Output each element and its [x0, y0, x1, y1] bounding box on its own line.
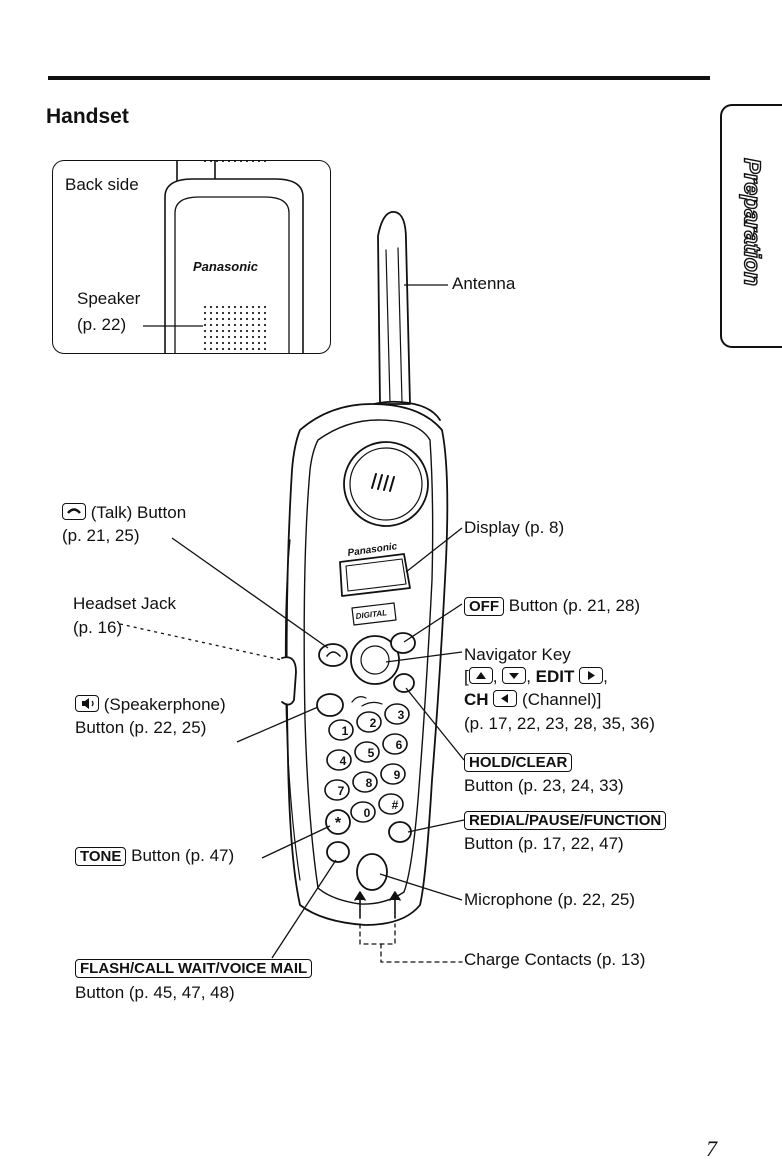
- tone-button-label: TONE Button (p. 47): [75, 846, 234, 866]
- navigator-page-ref: (p. 17, 22, 23, 28, 35, 36): [464, 714, 655, 733]
- down-arrow-icon: [502, 667, 527, 684]
- keypad: [324, 703, 410, 823]
- redial-pause-function-key: REDIAL/PAUSE/FUNCTION: [464, 811, 667, 830]
- digital-badge-text: DIGITAL: [355, 608, 387, 621]
- navigator-key-icons: [, , EDIT ,: [464, 667, 608, 686]
- back-side-caption: Back side: [65, 175, 139, 194]
- left-arrow-icon: [493, 690, 518, 707]
- speakerphone-page-ref: Button (p. 22, 25): [75, 718, 207, 737]
- hold-clear-page-ref: Button (p. 23, 24, 33): [464, 776, 624, 795]
- key-0: 0: [364, 806, 371, 820]
- key-4: 4: [340, 754, 347, 768]
- key-star: *: [335, 815, 342, 832]
- key-8: 8: [366, 776, 373, 790]
- flash-call-wait-voice-mail-key: FLASH/CALL WAIT/VOICE MAIL: [75, 959, 313, 978]
- channel-text: (Channel)]: [522, 690, 602, 709]
- speakerphone-label: (Speakerphone): [75, 695, 226, 715]
- speaker-label: Speaker: [77, 289, 141, 308]
- hold-clear-label: HOLD/CLEAR: [464, 752, 573, 772]
- hold-clear-key: HOLD/CLEAR: [464, 753, 573, 772]
- microphone-label: Microphone (p. 22, 25): [464, 890, 636, 909]
- key-7: 7: [338, 784, 345, 798]
- tone-button-text: Button (p. 47): [131, 846, 235, 865]
- side-tab: [720, 104, 782, 348]
- off-button-label: OFF Button (p. 21, 28): [464, 596, 640, 616]
- right-arrow-icon: [579, 667, 604, 684]
- speaker-page-ref: (p. 22): [77, 315, 127, 334]
- back-brand-logo: Panasonic: [193, 259, 259, 274]
- key-6: 6: [396, 738, 403, 752]
- key-5: 5: [368, 746, 375, 760]
- key-1: 1: [342, 724, 349, 738]
- key-pound: #: [392, 798, 399, 812]
- flash-button-label: FLASH/CALL WAIT/VOICE MAIL: [75, 958, 313, 978]
- back-handset-illustration: [143, 161, 304, 353]
- up-arrow-icon: [468, 667, 493, 684]
- speakerphone-text: (Speakerphone): [103, 695, 226, 714]
- headset-jack-label: Headset Jack: [73, 594, 176, 613]
- talk-key-icon: [62, 503, 86, 520]
- section-title: Handset: [46, 105, 129, 128]
- edit-label: EDIT: [535, 667, 575, 686]
- flash-page-ref: Button (p. 45, 47, 48): [75, 983, 235, 1002]
- display-label: Display (p. 8): [464, 518, 565, 537]
- redial-label: REDIAL/PAUSE/FUNCTION: [464, 810, 667, 830]
- talk-button-text: (Talk) Button: [90, 503, 187, 522]
- antenna-label: Antenna: [452, 274, 516, 293]
- back-side-inset: Back side Panasonic Speaker (p. 22): [52, 160, 331, 354]
- key-3: 3: [398, 708, 405, 722]
- keypad-digits: 1 2 3 4 5 6 7 8 9 * 0 #: [335, 708, 405, 832]
- off-button-text: Button (p. 21, 28): [508, 596, 641, 615]
- charge-contacts-label: Charge Contacts (p. 13): [464, 950, 646, 969]
- key-9: 9: [394, 768, 401, 782]
- top-rule: [48, 76, 710, 80]
- headset-jack-page-ref: (p. 16): [73, 618, 123, 637]
- channel-key-line: CH (Channel)]: [464, 690, 601, 710]
- navigator-key-label: Navigator Key: [464, 645, 571, 664]
- talk-button-label: (Talk) Button: [62, 503, 186, 523]
- ch-label: CH: [464, 690, 489, 709]
- speakerphone-key-icon: [75, 695, 99, 712]
- tone-key: TONE: [75, 847, 127, 866]
- off-key: OFF: [464, 597, 504, 616]
- key-2: 2: [370, 716, 377, 730]
- redial-page-ref: Button (p. 17, 22, 47): [464, 834, 624, 853]
- page-number: 7: [706, 1136, 717, 1161]
- talk-page-ref: (p. 21, 25): [62, 526, 140, 545]
